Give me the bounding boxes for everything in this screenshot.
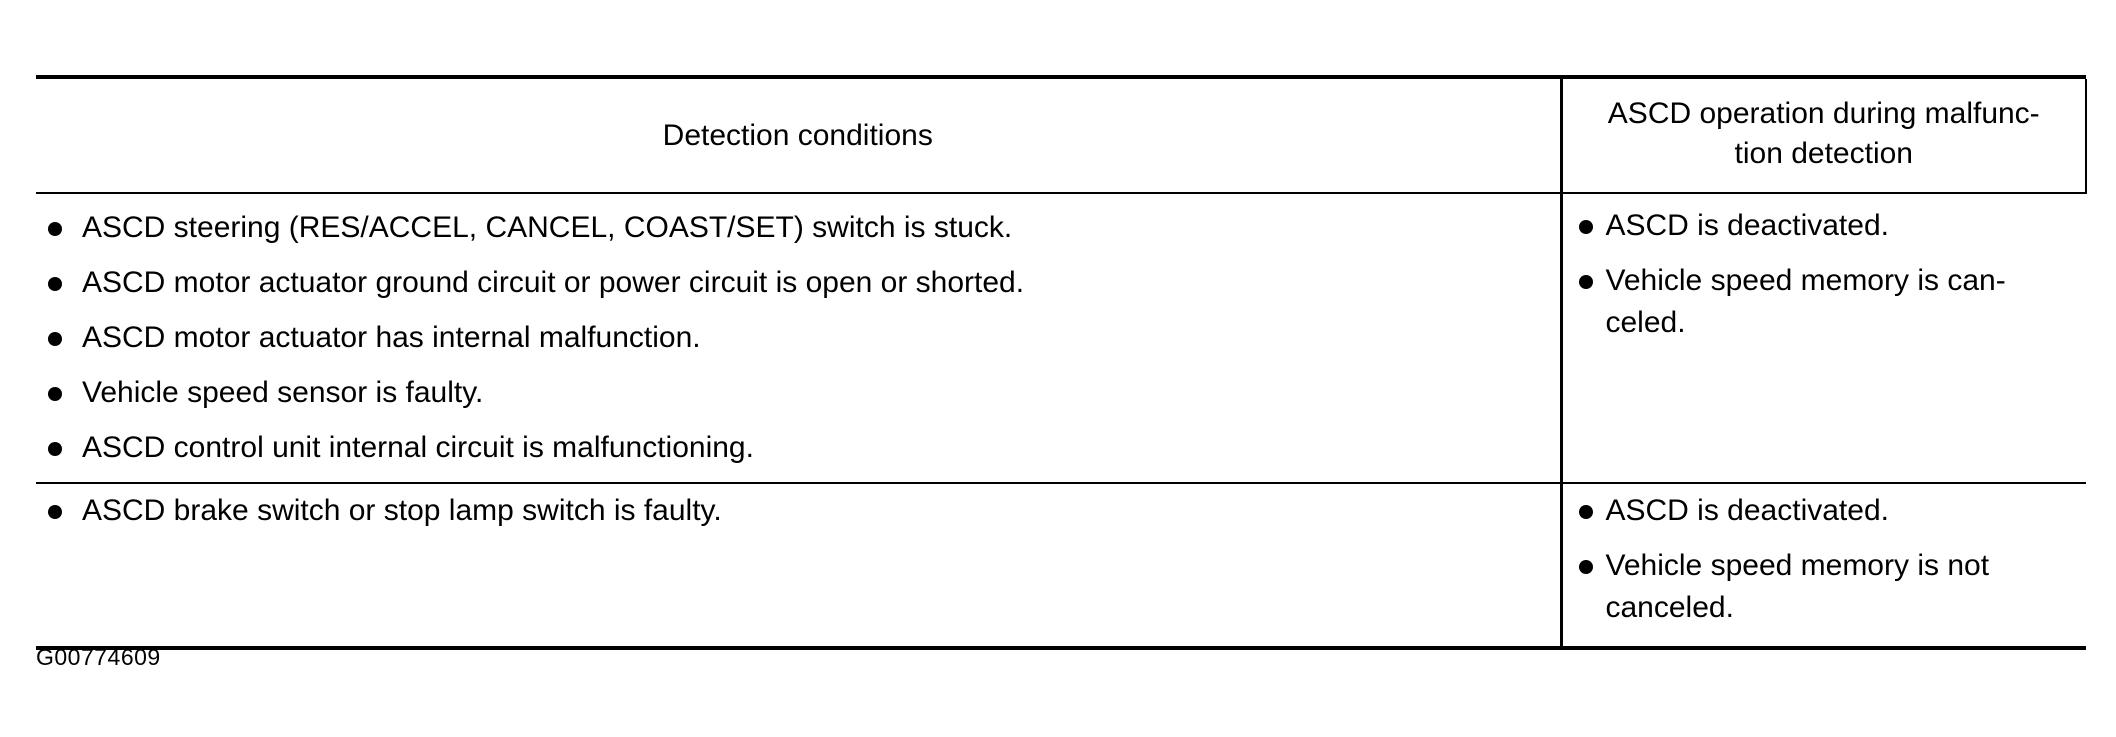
condition-text: ASCD steering (RES/ACCEL, CANCEL, COAST/… bbox=[82, 211, 1013, 244]
list-item: Vehicle speed memory is not canceled. bbox=[1563, 545, 2087, 629]
operation-text: Vehicle speed memory is not bbox=[1605, 549, 1990, 582]
table-row: ASCD steering (RES/ACCEL, CANCEL, COAST/… bbox=[36, 193, 2087, 484]
list-item: ASCD control unit internal circuit is ma… bbox=[36, 427, 1560, 469]
bullet-icon bbox=[48, 222, 62, 236]
table-row: ASCD brake switch or stop lamp switch is… bbox=[36, 483, 2086, 646]
condition-text: ASCD motor actuator has internal malfunc… bbox=[82, 321, 701, 354]
condition-text: ASCD motor actuator ground circuit or po… bbox=[82, 266, 1025, 299]
condition-text: ASCD control unit internal circuit is ma… bbox=[82, 431, 754, 464]
operation-list: ASCD is deactivated. Vehicle speed memor… bbox=[1563, 484, 2087, 629]
list-item: ASCD motor actuator has internal malfunc… bbox=[36, 317, 1560, 359]
malfunction-table: Detection conditions ASCD operation duri… bbox=[36, 75, 2087, 650]
list-item: ASCD motor actuator ground circuit or po… bbox=[36, 262, 1560, 304]
header-ascd-operation-line1: ASCD operation during malfunc- bbox=[1607, 96, 2040, 130]
list-item: Vehicle speed memory is can-celed. bbox=[1563, 260, 2087, 344]
conditions-list: ASCD brake switch or stop lamp switch is… bbox=[36, 484, 1560, 532]
header-ascd-operation: ASCD operation during malfunc- tion dete… bbox=[1559, 79, 2087, 194]
bullet-icon bbox=[48, 277, 62, 291]
operation-text-continued: celed. bbox=[1605, 306, 1686, 339]
table: Detection conditions ASCD operation duri… bbox=[36, 79, 2087, 646]
bullet-icon bbox=[48, 332, 62, 346]
bullet-icon bbox=[48, 505, 62, 519]
bullet-icon bbox=[48, 387, 62, 401]
list-item: ASCD is deactivated. bbox=[1563, 490, 2087, 532]
operation-text: ASCD is deactivated. bbox=[1605, 494, 1889, 527]
header-row: Detection conditions ASCD operation duri… bbox=[36, 79, 2087, 194]
bullet-icon bbox=[1578, 560, 1593, 574]
bullet-icon bbox=[48, 442, 62, 456]
list-item: ASCD steering (RES/ACCEL, CANCEL, COAST/… bbox=[36, 207, 1560, 249]
condition-text: Vehicle speed sensor is faulty. bbox=[82, 376, 484, 409]
ascd-operation-cell: ASCD is deactivated. Vehicle speed memor… bbox=[1559, 193, 2087, 484]
figure-id: G00774609 bbox=[36, 644, 161, 670]
list-item: ASCD is deactivated. bbox=[1563, 205, 2087, 247]
bullet-icon bbox=[1578, 505, 1593, 519]
operation-text: ASCD is deactivated. bbox=[1605, 209, 1889, 242]
operation-text-continued: canceled. bbox=[1605, 591, 1734, 624]
header-ascd-operation-line2: tion detection bbox=[1734, 136, 1913, 170]
header-detection-conditions: Detection conditions bbox=[36, 79, 1561, 194]
list-item: ASCD brake switch or stop lamp switch is… bbox=[36, 490, 1560, 532]
operation-text: Vehicle speed memory is can- bbox=[1605, 264, 2006, 297]
conditions-list: ASCD steering (RES/ACCEL, CANCEL, COAST/… bbox=[36, 194, 1560, 469]
operation-list: ASCD is deactivated. Vehicle speed memor… bbox=[1563, 194, 2087, 344]
bullet-icon bbox=[1578, 220, 1593, 234]
condition-text: ASCD brake switch or stop lamp switch is… bbox=[82, 494, 722, 527]
detection-conditions-cell: ASCD brake switch or stop lamp switch is… bbox=[36, 483, 1561, 646]
ascd-operation-cell: ASCD is deactivated. Vehicle speed memor… bbox=[1559, 483, 2087, 646]
list-item: Vehicle speed sensor is faulty. bbox=[36, 372, 1560, 414]
detection-conditions-cell: ASCD steering (RES/ACCEL, CANCEL, COAST/… bbox=[36, 193, 1561, 484]
bullet-icon bbox=[1578, 275, 1593, 289]
